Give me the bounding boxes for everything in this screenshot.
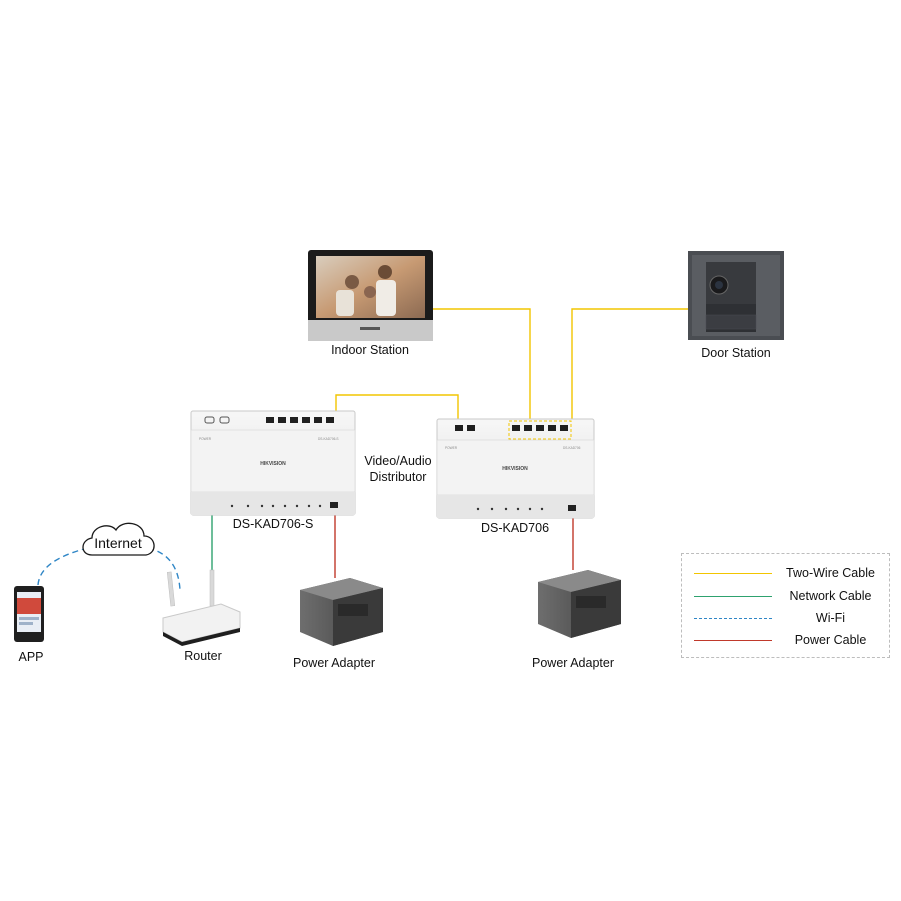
distributor-label-line2: Distributor [369,470,427,484]
legend-item-network: Network Cable [682,587,889,607]
brand-logo-right: HIKVISION [502,466,528,472]
router-label: Router [184,649,222,663]
din-module-right: POWER DS-KAD706 HIKVISION [436,418,595,519]
smartphone-device [14,586,44,642]
model-tag-right: DS-KAD706 [563,446,581,450]
legend-label-power: Power Cable [794,633,867,647]
distributor-label: Video/Audio Distributor [364,453,431,485]
model-tag-left: DS-KAD706-S [318,437,339,441]
two-wire-cable-indoor [433,308,531,424]
power-adapter-right-label: Power Adapter [532,656,614,670]
distributor-label-line1: Video/Audio [364,454,432,468]
legend-swatch-power [694,640,772,641]
two-wire-cable-door [571,308,690,424]
device-right-label: DS-KAD706 [480,521,550,535]
wifi-link-router [147,547,181,591]
indoor-station-label: Indoor Station [331,343,409,357]
power-adapter-left-device [300,578,383,646]
legend-item-wifi: Wi-Fi [682,609,889,629]
cable-legend: Two-Wire Cable Network Cable Wi-Fi Power… [681,553,890,658]
door-station-device [688,251,784,340]
legend-swatch-wifi [694,618,772,619]
legend-item-two-wire: Two-Wire Cable [682,564,889,584]
app-label: APP [18,650,44,664]
indoor-station-device [308,250,433,341]
wifi-link-app [37,547,89,586]
legend-label-two-wire: Two-Wire Cable [786,566,875,580]
two-wire-cable-distributor-link [335,394,459,424]
power-indicator-left: POWER [199,437,212,441]
router-device [162,569,241,646]
internet-label: Internet [94,535,142,551]
door-station-label: Door Station [701,346,771,360]
power-adapter-left-label: Power Adapter [293,656,375,670]
legend-swatch-two-wire [694,573,772,574]
power-indicator-right: POWER [445,446,458,450]
device-left-label: DS-KAD706-S [232,517,314,531]
legend-swatch-network [694,596,772,597]
brand-logo-left: HIKVISION [260,461,286,467]
din-module-left: POWER DS-KAD706-S HIKVISION [190,410,356,516]
two-wire-cables [335,308,690,424]
legend-item-power: Power Cable [682,631,889,651]
legend-label-wifi: Wi-Fi [815,611,846,625]
power-adapter-right-device [538,570,621,638]
internet-cloud: Internet [82,522,155,556]
legend-label-network: Network Cable [789,589,872,603]
